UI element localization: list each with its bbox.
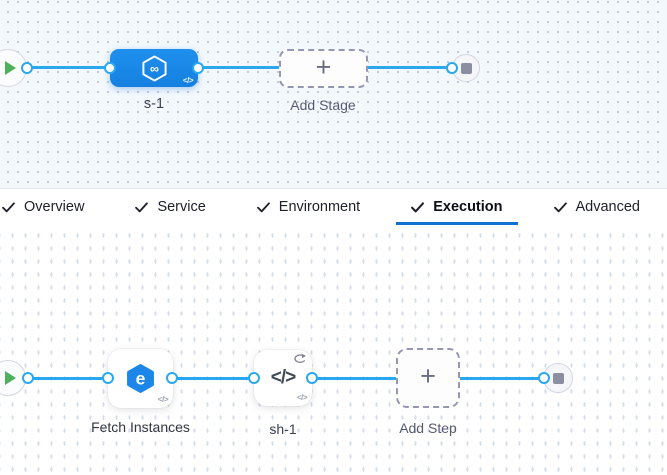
code-view-badge: </>: [182, 76, 194, 85]
stage-graph-canvas: ∞ </> s-1 + Add Stage: [0, 0, 667, 188]
svg-text:e: e: [136, 369, 146, 389]
tab-label: Execution: [433, 199, 503, 215]
code-view-badge: </>: [296, 393, 308, 402]
add-stage-label: Add Stage: [290, 97, 356, 113]
stop-icon: [460, 62, 472, 74]
connector-edge: [172, 377, 252, 380]
step-label: Fetch Instances: [91, 419, 190, 435]
stage-node[interactable]: ∞ </>: [110, 49, 198, 87]
shell-script-icon: </>: [270, 367, 297, 388]
check-icon: [411, 201, 425, 212]
stop-icon: [552, 372, 564, 384]
tab-service[interactable]: Service: [120, 189, 220, 225]
code-view-badge: </>: [157, 395, 169, 404]
deployment-stage-icon: ∞: [141, 54, 167, 82]
tab-advanced[interactable]: Advanced: [539, 189, 656, 225]
connector-port[interactable]: [538, 372, 550, 384]
connector-edge: [368, 66, 452, 69]
connector-port[interactable]: [166, 372, 178, 384]
check-icon: [135, 201, 149, 212]
svg-text:∞: ∞: [150, 61, 159, 75]
stage-config-tabs: Overview Service Environment Execution A…: [0, 188, 667, 225]
connector-port[interactable]: [21, 62, 33, 74]
connector-port[interactable]: [22, 372, 34, 384]
connector-edge: [18, 66, 110, 69]
connector-edge: [18, 377, 108, 380]
connector-port[interactable]: [192, 62, 204, 74]
plus-icon: +: [315, 51, 332, 82]
connector-edge: [198, 66, 279, 69]
add-stage-button[interactable]: +: [279, 49, 368, 88]
connector-port[interactable]: [102, 372, 114, 384]
tab-label: Advanced: [575, 199, 641, 215]
add-step-label: Add Step: [399, 420, 457, 436]
stage-label: s-1: [143, 96, 165, 112]
looping-strategy-icon: [294, 353, 306, 363]
play-icon: [4, 61, 16, 75]
tab-label: Overview: [24, 199, 85, 215]
plus-icon: +: [420, 361, 436, 391]
connector-port[interactable]: [446, 62, 458, 74]
connector-edge: [460, 377, 544, 380]
connector-edge: [312, 377, 396, 380]
fetch-instances-icon: e: [127, 364, 154, 393]
check-icon: [256, 201, 270, 212]
connector-port[interactable]: [306, 372, 318, 384]
tab-execution[interactable]: Execution: [396, 189, 517, 225]
check-icon: [553, 201, 567, 212]
tab-label: Environment: [278, 199, 361, 215]
play-icon: [4, 371, 16, 385]
tab-environment[interactable]: Environment: [242, 189, 375, 225]
step-label: sh-1: [269, 421, 297, 437]
connector-port[interactable]: [104, 62, 116, 74]
tab-label: Service: [157, 199, 206, 215]
step-node-sh-1[interactable]: </> </>: [254, 350, 312, 406]
execution-graph-canvas: e </> Fetch Instances </> </> sh-1 + Add…: [0, 225, 667, 475]
check-icon: [2, 201, 15, 212]
add-step-button[interactable]: +: [396, 348, 460, 408]
tab-overview[interactable]: Overview: [0, 189, 99, 225]
connector-port[interactable]: [248, 372, 260, 384]
step-node-fetch-instances[interactable]: e </>: [108, 349, 173, 408]
